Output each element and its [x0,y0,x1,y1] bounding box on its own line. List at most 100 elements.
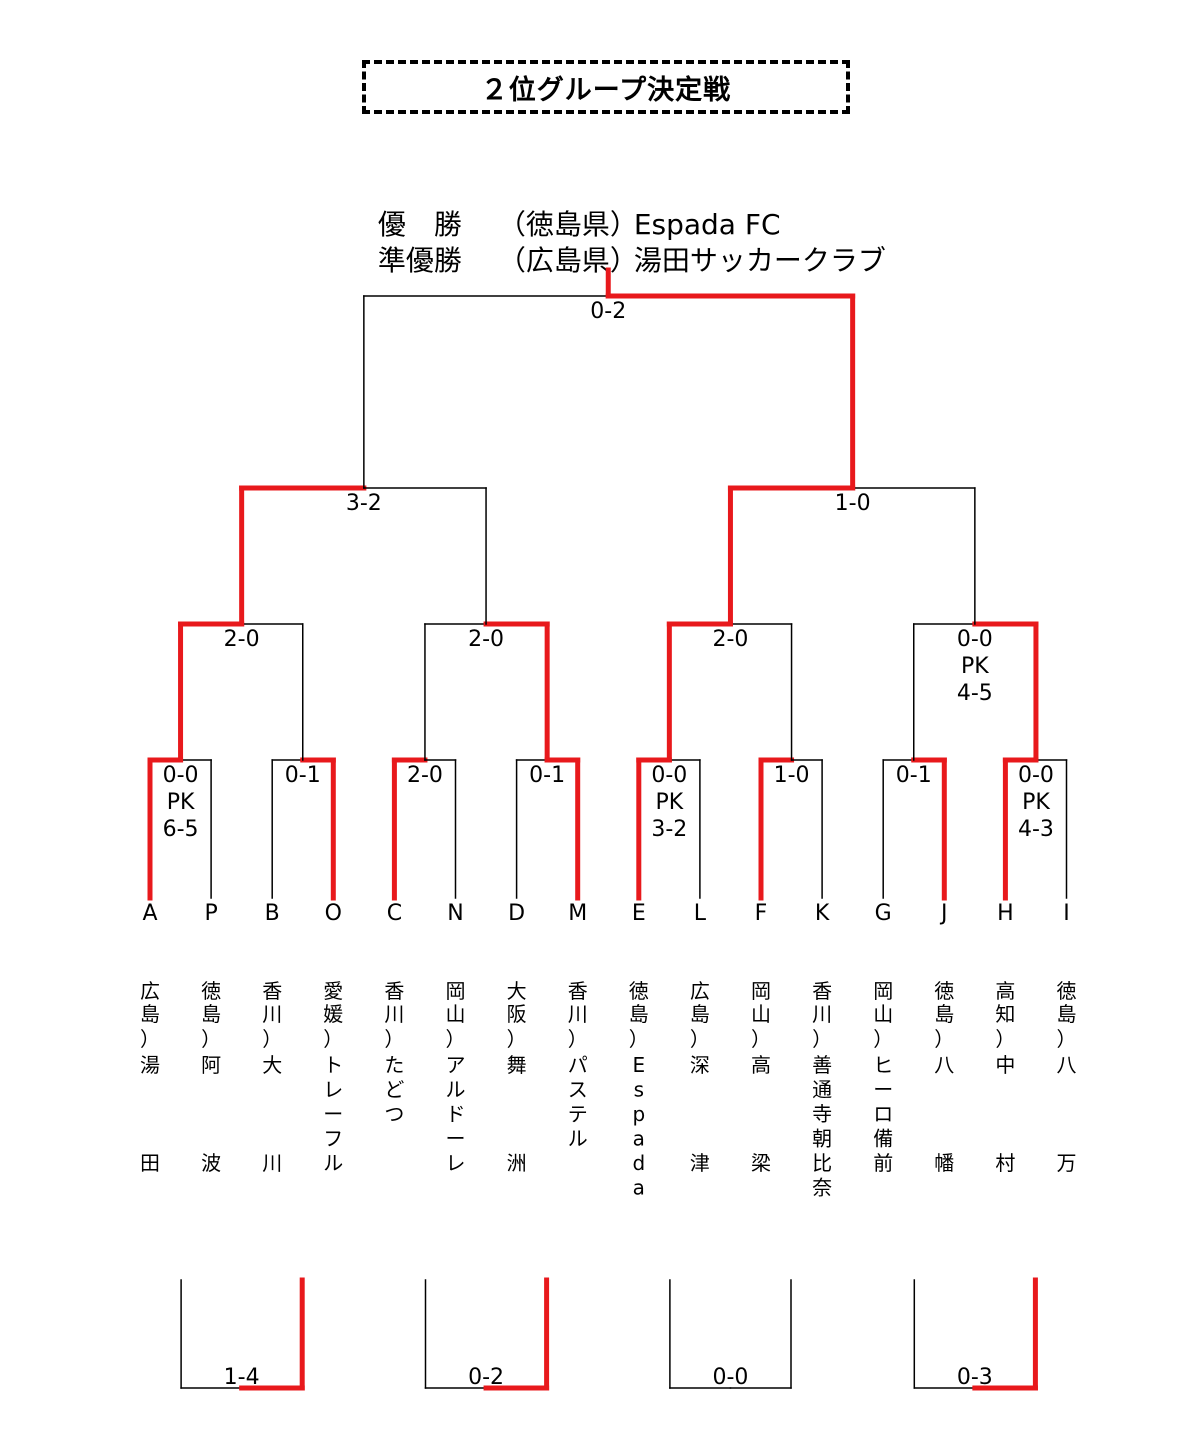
slot-letter: G [875,901,892,926]
slot-team-name: テ [568,1102,588,1126]
slot-team-name: 村 [995,1151,1015,1175]
slot-letter: C [387,901,402,926]
slot-team-name: 湯 [140,1053,160,1077]
slot-team-name: 田 [140,1151,160,1175]
slot-team-name: E [632,1053,645,1077]
champion-label: 優 勝 [377,208,462,241]
slot-prefecture-paren: ） [629,1027,649,1051]
slot-team-name: 万 [1057,1151,1077,1175]
slot-team-name: ー [446,1127,466,1151]
match-score-r1: 0-0 [163,763,199,788]
slot-team-name: 洲 [507,1151,527,1175]
slot-team-name: 津 [690,1151,710,1175]
slot-prefecture: 広 [140,979,160,1003]
slot-team-name: ヒ [873,1053,893,1077]
match-score-r1: 2-0 [407,763,443,788]
match-score-r2: 0-0 [957,627,993,652]
slot-prefecture-paren: ） [995,1027,1015,1051]
slot-team-name: レ [323,1078,343,1102]
match-score-r3: 1-0 [835,491,871,516]
slot-prefecture: 川 [384,1002,404,1026]
placement-score: 0-2 [468,1365,504,1390]
slot-prefecture: 川 [262,1002,282,1026]
slot-team-name: 比 [812,1151,832,1175]
slot-prefecture: 川 [568,1002,588,1026]
match-score-r3: 3-2 [346,491,382,516]
slot-prefecture-paren: ） [934,1027,954,1051]
slot-prefecture: 山 [751,1002,771,1026]
title-box: ２位グループ決定戦 [362,60,850,114]
slot-prefecture-paren: ） [446,1027,466,1051]
slot-team-name: レ [446,1151,466,1175]
slot-prefecture: 島 [201,1002,221,1026]
match-score-r1: 1-0 [774,763,810,788]
slot-prefecture-paren: ） [262,1027,282,1051]
slot-team-name: d [632,1151,645,1175]
slot-prefecture: 島 [934,1002,954,1026]
match-score-r2: 4-5 [957,681,993,706]
match-score-r4: 0-2 [590,299,626,324]
slot-prefecture: 大 [507,979,527,1003]
slot-letter: F [755,901,768,926]
champion-team: Espada FC [633,208,781,241]
slot-prefecture: 岡 [751,979,771,1003]
slot-prefecture: 島 [1057,1002,1077,1026]
slot-prefecture: 山 [446,1002,466,1026]
slot-prefecture: 媛 [323,1002,343,1026]
slot-prefecture: 香 [812,979,832,1003]
slot-prefecture-paren: ） [201,1027,221,1051]
slot-prefecture-paren: ） [812,1027,832,1051]
slot-prefecture: 愛 [323,979,343,1003]
slot-prefecture-paren: ） [751,1027,771,1051]
slot-team-name: 通 [812,1078,832,1102]
slot-prefecture-paren: ） [690,1027,710,1051]
slot-letter: H [997,901,1014,926]
slot-team-name: 波 [201,1151,221,1175]
placement-score: 0-3 [957,1365,993,1390]
slot-prefecture: 徳 [934,979,954,1003]
slot-team-name: 奈 [812,1176,832,1200]
slot-team-name: a [633,1176,645,1200]
slot-prefecture: 広 [690,979,710,1003]
slot-prefecture-paren: ） [873,1027,893,1051]
slot-team-name: s [634,1078,644,1102]
slot-team-name: ロ [873,1102,893,1126]
match-score-r1: 0-1 [285,763,321,788]
slot-prefecture: 島 [140,1002,160,1026]
slot-team-name: 梁 [751,1151,771,1175]
slot-team-name: ル [568,1127,588,1151]
slot-team-name: 善 [812,1053,832,1077]
slot-team-name: パ [568,1053,588,1077]
runner-up-row: 準優勝（広島県）湯田サッカークラブ [360,206,886,279]
slot-team-name: ス [568,1078,588,1102]
slot-team-name: 大 [262,1053,282,1077]
slot-team-name: ど [384,1078,404,1102]
slot-letter: O [325,901,342,926]
slot-team-name: 八 [1057,1053,1077,1077]
slot-team-name: ド [446,1102,466,1126]
slot-team-name: 高 [751,1053,771,1077]
slot-team-name: ア [446,1053,466,1077]
slot-team-name: 阿 [201,1053,221,1077]
slot-team-name: 前 [873,1151,893,1175]
slot-prefecture: 香 [262,979,282,1003]
slot-prefecture: 島 [629,1002,649,1026]
slot-team-name: 八 [934,1053,954,1077]
runner-up-team: 湯田サッカークラブ [633,244,886,277]
slot-prefecture: 島 [690,1002,710,1026]
match-score-r1: 3-2 [651,817,687,842]
placement-score: 0-0 [712,1365,748,1390]
match-score-r1: 0-0 [1018,763,1054,788]
match-score-r1: 0-1 [529,763,565,788]
page-title: ２位グループ決定戦 [480,74,732,106]
slot-team-name: つ [384,1102,404,1126]
slot-letter: N [447,901,463,926]
slot-team-name: ー [323,1102,343,1126]
match-score-r1: 6-5 [163,817,199,842]
slot-letter: I [1063,901,1070,926]
slot-letter: L [694,901,707,926]
match-score-r1: 0-0 [651,763,687,788]
slot-prefecture-paren: ） [140,1027,160,1051]
slot-prefecture-paren: ） [1057,1027,1077,1051]
match-score-r1: PK [655,790,683,815]
